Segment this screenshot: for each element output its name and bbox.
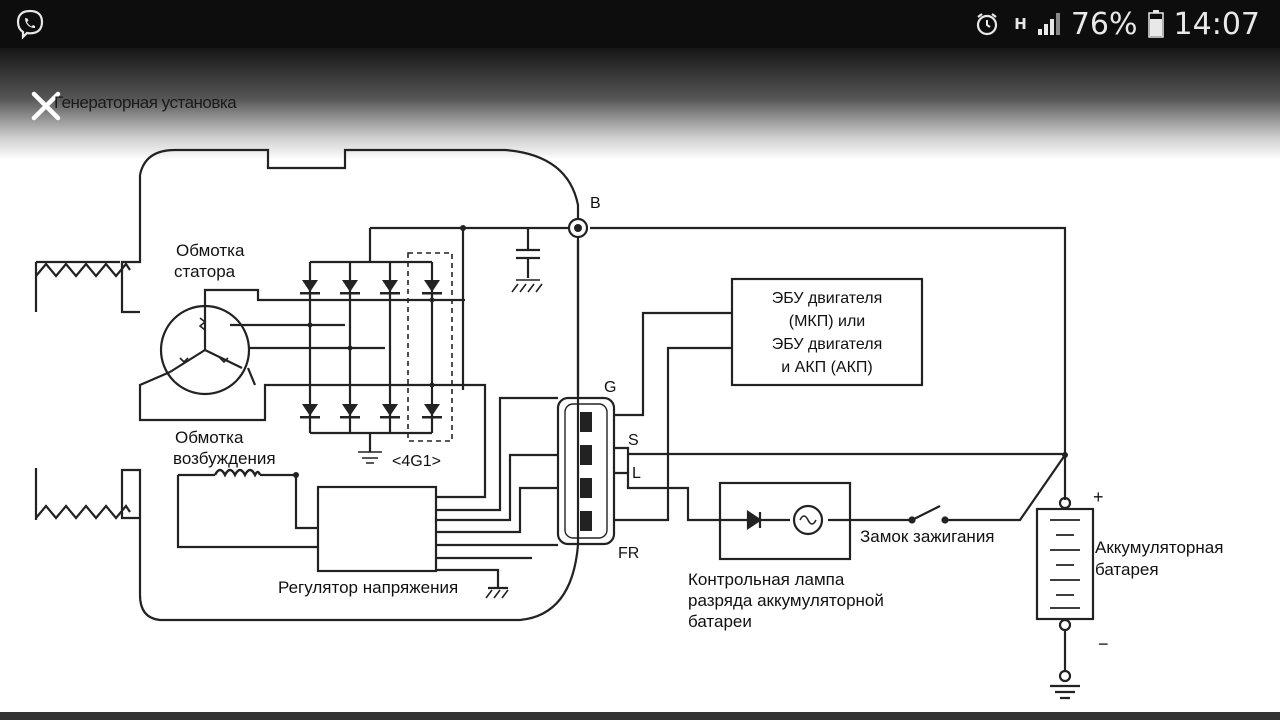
lamp-diode (746, 509, 762, 531)
battery (1035, 507, 1095, 621)
regulator-label: Регулятор напряжения (278, 578, 458, 597)
network-type-label: H (1014, 15, 1027, 33)
battery-percent: 76% (1070, 6, 1138, 42)
stator-label-2: статора (174, 262, 236, 281)
signal-icon (1037, 12, 1061, 36)
terminal-b-label: B (590, 195, 601, 212)
terminal-l-label: L (632, 465, 641, 482)
ecu-label-2: (МКП) или (789, 313, 865, 330)
clock: 14:07 (1173, 6, 1260, 42)
battery-plus: + (1093, 487, 1104, 507)
stator-label: Обмотка (176, 241, 245, 260)
terminal-s-label: S (628, 432, 639, 449)
lamp-label-2: разряда аккумуляторной (688, 591, 884, 610)
battery-ground (1050, 684, 1080, 700)
ignition-label: Замок зажигания (860, 527, 995, 546)
alarm-icon (974, 11, 1000, 37)
ecu-label-3: ЭБУ двигателя (772, 336, 883, 353)
viewer-title: Генераторная установка (54, 93, 237, 112)
voltage-regulator (316, 485, 438, 573)
ecu-box (730, 277, 924, 387)
battery-minus: − (1098, 634, 1109, 654)
rectifier-tag: <4G1> (392, 453, 441, 470)
ecu-label-4: и АКП (АКП) (781, 359, 872, 376)
close-button[interactable] (26, 86, 66, 126)
rectifier-top-bus (310, 228, 465, 390)
field-winding-label: Обмотка (175, 428, 244, 447)
lamp-label-1: Контрольная лампа (688, 570, 845, 589)
lamp-label-3: батареи (688, 612, 752, 631)
capacitor (516, 228, 540, 278)
field-winding (213, 468, 262, 478)
bottom-edge (0, 712, 1280, 720)
terminal-g-label: G (604, 379, 616, 396)
battery-icon (1147, 10, 1164, 38)
field-winding-label-2: возбуждения (173, 449, 276, 468)
lamp-bulb (792, 504, 824, 536)
status-bar: H 76% 14:07 (0, 0, 1280, 48)
rotor-coil-top (34, 262, 131, 312)
close-icon (31, 91, 61, 121)
ecu-label-1: ЭБУ двигателя (772, 290, 883, 307)
viber-icon (14, 8, 46, 45)
rotor-coil-bottom (34, 468, 131, 520)
ignition-switch (911, 454, 1066, 522)
terminal-fr-label: FR (618, 545, 639, 562)
connector-housing (556, 396, 616, 546)
viewer-header (0, 48, 1280, 160)
rectifier-4g1-box (407, 252, 453, 442)
battery-label-2: батарея (1095, 560, 1159, 579)
battery-label-1: Аккумуляторная (1095, 538, 1223, 557)
